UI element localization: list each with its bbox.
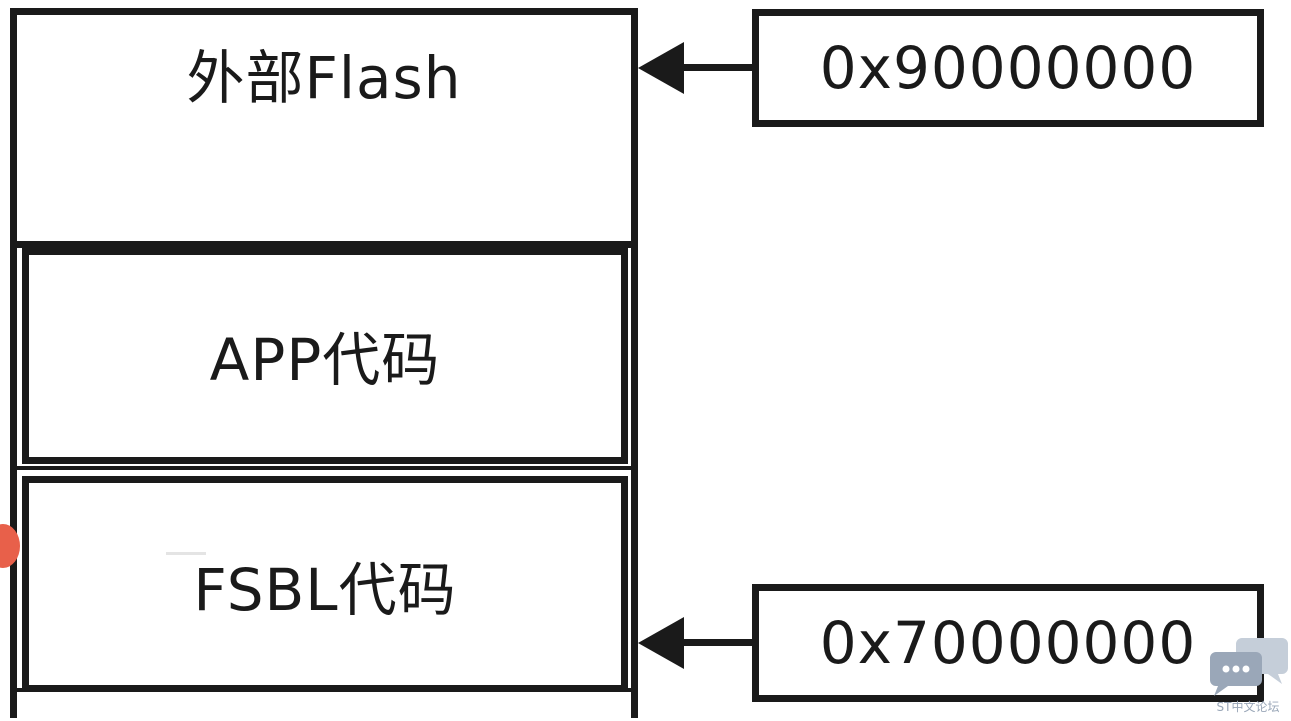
memory-region-app: APP代码 bbox=[22, 248, 628, 464]
forum-watermark: ST中文论坛 bbox=[1208, 636, 1288, 718]
memory-region-external-flash: 外部Flash bbox=[10, 8, 638, 248]
arrow-line-top bbox=[680, 64, 754, 71]
address-box-top: 0x90000000 bbox=[752, 9, 1264, 127]
arrow-line-bottom bbox=[680, 639, 754, 646]
arrow-head-bottom-icon bbox=[638, 617, 684, 669]
faint-mark bbox=[166, 552, 206, 555]
bottom-separator bbox=[14, 688, 634, 692]
address-box-bottom: 0x70000000 bbox=[752, 584, 1264, 702]
region-separator bbox=[14, 466, 634, 470]
memory-region-fsbl: FSBL代码 bbox=[22, 476, 628, 692]
arrow-head-top-icon bbox=[638, 42, 684, 94]
app-code-label: APP代码 bbox=[209, 326, 441, 394]
red-cursor-dot bbox=[0, 524, 20, 568]
fsbl-code-label: FSBL代码 bbox=[193, 556, 457, 624]
chat-bubbles-icon bbox=[1210, 638, 1288, 696]
watermark-text: ST中文论坛 bbox=[1216, 700, 1280, 714]
external-flash-label: 外部Flash bbox=[186, 44, 462, 112]
